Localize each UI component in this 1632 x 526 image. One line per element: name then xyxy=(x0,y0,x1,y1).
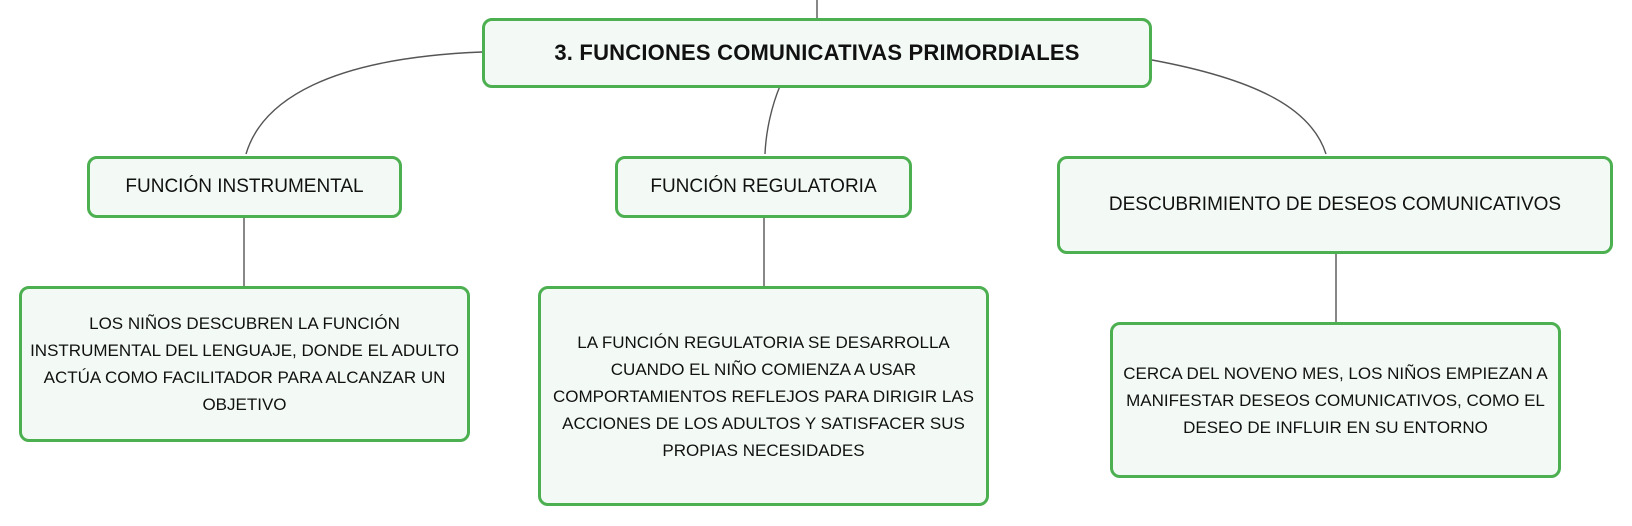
root-topic-node[interactable]: 3. FUNCIONES COMUNICATIVAS PRIMORDIALES xyxy=(482,18,1152,88)
branch-node-deseos[interactable]: DESCUBRIMIENTO DE DESEOS COMUNICATIVOS xyxy=(1057,156,1613,254)
root-topic-label: 3. FUNCIONES COMUNICATIVAS PRIMORDIALES xyxy=(554,40,1080,65)
connector-root-to-regulatoria xyxy=(764,85,781,155)
detail-text-regulatoria: LA FUNCIÓN REGULATORIA SE DESARROLLA CUA… xyxy=(553,332,974,460)
branch-label-regulatoria: FUNCIÓN REGULATORIA xyxy=(650,176,877,197)
connector-root-to-instrumental xyxy=(245,51,483,155)
detail-node-instrumental[interactable]: LOS NIÑOS DESCUBREN LA FUNCIÓN INSTRUMEN… xyxy=(19,286,470,442)
branch-node-instrumental[interactable]: FUNCIÓN INSTRUMENTAL xyxy=(87,156,402,218)
connector-root-to-deseos xyxy=(1151,59,1327,155)
detail-node-deseos[interactable]: CERCA DEL NOVENO MES, LOS NIÑOS EMPIEZAN… xyxy=(1110,322,1561,478)
branch-label-deseos: DESCUBRIMIENTO DE DESEOS COMUNICATIVOS xyxy=(1108,194,1562,215)
detail-text-instrumental: LOS NIÑOS DESCUBREN LA FUNCIÓN INSTRUMEN… xyxy=(30,314,459,414)
branch-label-instrumental: FUNCIÓN INSTRUMENTAL xyxy=(125,176,364,197)
branch-node-regulatoria[interactable]: FUNCIÓN REGULATORIA xyxy=(615,156,912,218)
detail-node-regulatoria[interactable]: LA FUNCIÓN REGULATORIA SE DESARROLLA CUA… xyxy=(538,286,989,506)
detail-text-deseos: CERCA DEL NOVENO MES, LOS NIÑOS EMPIEZAN… xyxy=(1123,363,1548,437)
